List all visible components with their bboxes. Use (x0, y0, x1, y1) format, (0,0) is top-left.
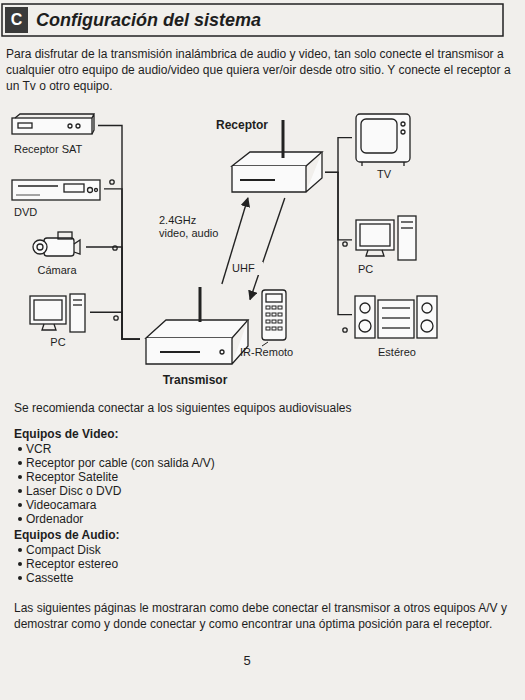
bullet-dot (18, 489, 22, 493)
device-node: Transmisor (140, 284, 250, 388)
cable-connector (86, 247, 140, 339)
device-label: PC (50, 336, 65, 349)
cable-connector (98, 126, 140, 340)
device-label: TV (377, 168, 391, 181)
device-label: PC (358, 263, 373, 276)
dvd-drawing (12, 180, 100, 200)
section-tab (5, 7, 28, 33)
device-node: PC (26, 292, 90, 350)
device-node: DVD (8, 175, 104, 220)
device-label: Receptor SAT (14, 143, 82, 156)
device-node: Receptor (210, 118, 325, 198)
bullet-dot (18, 447, 22, 451)
pc-drawing (30, 294, 85, 332)
intro-paragraph: Para disfrutar de la transmisión inalámb… (6, 46, 512, 94)
list-item: Compact Disk (26, 542, 426, 558)
list-heading: Equipos de Audio: (14, 527, 314, 543)
device-node: Cámara (28, 228, 86, 278)
device-node: TV (352, 108, 416, 182)
device-label: Estéreo (378, 346, 416, 359)
list-item: Laser Disc o DVD (26, 483, 426, 499)
stereo-drawing (355, 296, 437, 338)
device-node: Estéreo (352, 288, 442, 360)
jack-mark (343, 328, 347, 332)
bullet-dot (18, 517, 22, 521)
list-item: Ordenador (26, 511, 426, 527)
page-number: 5 (232, 653, 262, 669)
list-item: Videocamara (26, 497, 426, 513)
device-label: Transmisor (163, 374, 228, 387)
camcorder-drawing (33, 232, 80, 256)
transmitter-drawing (146, 287, 248, 364)
bullet-dot (18, 461, 22, 465)
ir-remote-label: IR-Remoto (240, 346, 310, 359)
bullet-dot (18, 475, 22, 479)
list-item: Cassette (26, 570, 426, 586)
device-label: Cámara (37, 264, 76, 277)
cable-connector (325, 138, 352, 173)
cable-connector (325, 172, 352, 314)
recommendation-text: Se recomienda conectar a los siguientes … (14, 400, 514, 416)
wireless-link (250, 198, 285, 300)
tv-drawing (356, 114, 410, 166)
sat-receiver-drawing (12, 114, 94, 134)
section-letter: C (5, 9, 28, 31)
closing-paragraph: Las siguientes páginas le mostraran como… (14, 600, 514, 632)
device-node: PC (352, 212, 422, 277)
list-item: Receptor por cable (con salida A/V) (26, 455, 426, 471)
list-item: Receptor estereo (26, 556, 426, 572)
pc-drawing (356, 216, 416, 260)
page-title: Configuración del sistema (36, 9, 261, 31)
device-label: Receptor (216, 119, 268, 132)
jack-mark (114, 316, 118, 320)
remote-control-drawing (262, 290, 286, 346)
bullet-dot (18, 562, 22, 566)
list-item: Receptor Satelite (26, 469, 426, 485)
device-label: DVD (14, 206, 37, 219)
jack-mark (343, 242, 347, 246)
jack-mark (110, 180, 114, 184)
list-item: VCR (26, 441, 426, 457)
list-heading: Equipos de Video: (14, 426, 314, 442)
device-node: Receptor SAT (8, 112, 98, 157)
link-label: 2.4GHz video, audio (158, 214, 224, 240)
bullet-dot (18, 548, 22, 552)
header-frame (2, 4, 503, 36)
link-label: UHF (231, 262, 263, 275)
cable-connector (90, 312, 140, 339)
bullet-dot (18, 576, 22, 580)
bullet-dot (18, 503, 22, 507)
